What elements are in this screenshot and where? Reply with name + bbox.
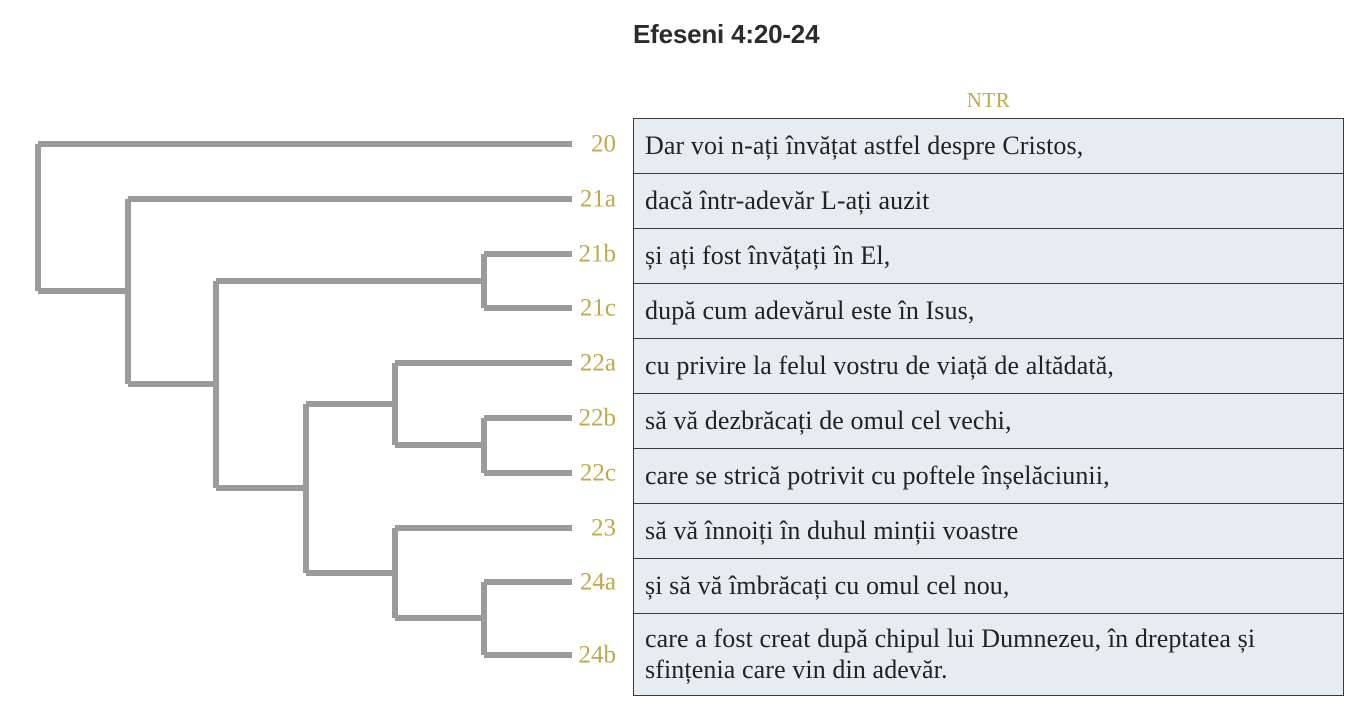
verse-text-22b: să vă dezbrăcați de omul cel vechi, xyxy=(645,405,1012,435)
verse-text-20: Dar voi n-ați învățat astfel despre Cris… xyxy=(645,130,1084,160)
table-row[interactable]: care a fost creat după chipul lui Dumnez… xyxy=(634,614,1343,696)
table-row[interactable]: după cum adevărul este în Isus, xyxy=(634,284,1343,339)
verse-label-24a[interactable]: 24a xyxy=(579,568,616,596)
verse-label-22b[interactable]: 22b xyxy=(578,404,617,432)
page-title: Efeseni 4:20-24 xyxy=(633,19,820,49)
verse-text-22a: cu privire la felul vostru de viață de a… xyxy=(645,350,1114,380)
verse-label-21b[interactable]: 21b xyxy=(578,240,617,268)
version-column-header: NTR xyxy=(966,88,1011,112)
table-row[interactable]: să vă înnoiți în duhul minții voastre xyxy=(634,504,1343,559)
verse-label-24b[interactable]: 24b xyxy=(578,641,617,669)
verse-label-22c[interactable]: 22c xyxy=(579,459,616,487)
verse-text-23: să vă înnoiți în duhul minții voastre xyxy=(645,515,1019,545)
verse-text-table: Dar voi n-ați învățat astfel despre Cris… xyxy=(633,118,1344,696)
table-row[interactable]: Dar voi n-ați învățat astfel despre Cris… xyxy=(634,119,1343,174)
table-row[interactable]: și să vă îmbrăcați cu omul cel nou, xyxy=(634,559,1343,614)
clause-structure-dendrogram xyxy=(35,141,572,658)
verse-label-22a[interactable]: 22a xyxy=(579,349,616,377)
verse-text-22c: care se strică potrivit cu poftele înșel… xyxy=(645,460,1110,490)
table-row[interactable]: cu privire la felul vostru de viață de a… xyxy=(634,339,1343,394)
verse-label-21a[interactable]: 21a xyxy=(579,185,616,213)
verse-label-21c[interactable]: 21c xyxy=(579,294,616,322)
verse-text-24b: care a fost creat după chipul lui Dumnez… xyxy=(645,623,1256,684)
table-row[interactable]: să vă dezbrăcați de omul cel vechi, xyxy=(634,394,1343,449)
verse-label-20[interactable]: 20 xyxy=(591,130,616,158)
table-row[interactable]: dacă într-adevăr L-ați auzit xyxy=(634,174,1343,229)
verse-text-21a: dacă într-adevăr L-ați auzit xyxy=(645,185,930,215)
verse-text-21c: după cum adevărul este în Isus, xyxy=(645,295,975,325)
table-row[interactable]: și ați fost învățați în El, xyxy=(634,229,1343,284)
table-row[interactable]: care se strică potrivit cu poftele înșel… xyxy=(634,449,1343,504)
verse-text-21b: și ați fost învățați în El, xyxy=(645,240,891,270)
verse-label-23[interactable]: 23 xyxy=(591,514,616,542)
verse-text-24a: și să vă îmbrăcați cu omul cel nou, xyxy=(645,570,1010,600)
